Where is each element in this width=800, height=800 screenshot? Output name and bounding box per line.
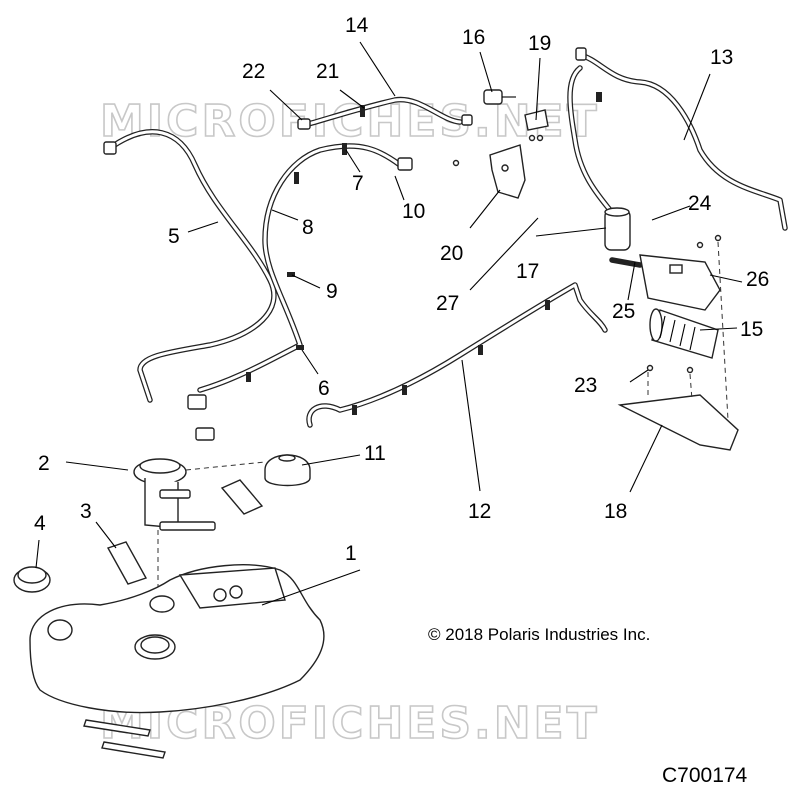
callout-2: 2 [38,452,50,475]
canister-housing [609,254,721,311]
callout-20: 20 [440,242,463,265]
callout-1: 1 [345,542,357,565]
fuel-vent-hose-lower [306,282,608,428]
callout-25: 25 [612,300,635,323]
vent-hose-right [567,47,788,231]
callout-18: 18 [604,500,627,523]
pad-strips [83,479,264,759]
callout-7: 7 [352,172,364,195]
callout-11: 11 [364,442,386,465]
vent-line-upper [297,96,473,130]
callout-10: 10 [402,200,425,223]
check-valve [483,89,516,105]
mounting-bracket [452,144,526,199]
callout-12: 12 [468,500,491,523]
callout-22: 22 [242,60,265,83]
charcoal-canister [649,308,719,359]
leader-lines [35,41,743,606]
copyright-notice: © 2018 Polaris Industries Inc. [428,625,650,644]
callout-26: 26 [746,268,769,291]
callout-5: 5 [168,225,180,248]
callout-24: 24 [688,192,712,215]
callout-19: 19 [528,32,551,55]
fuel-vent-hose-left [103,129,277,403]
callout-27: 27 [436,292,459,315]
canister-plate [617,234,739,451]
callout-23: 23 [574,374,597,397]
callout-4: 4 [34,512,46,535]
watermark-top: MICROFICHES.NET [100,96,600,147]
callout-14: 14 [345,14,369,37]
fuel-vent-hose-middle [187,143,413,441]
fuel-pump-module [133,458,266,600]
fuel-tank [29,564,325,714]
callout-21: 21 [316,60,339,83]
callout-8: 8 [302,216,314,239]
diagram-code: C700174 [662,764,748,787]
callout-3: 3 [80,500,92,523]
callout-15: 15 [740,318,763,341]
callout-6: 6 [318,377,330,400]
bracket-small [524,109,549,142]
vapor-filter [604,207,631,251]
callout-9: 9 [326,280,338,303]
callout-13: 13 [710,46,733,69]
callout-17: 17 [516,260,539,283]
tank-cap-cover [264,454,311,487]
callout-16: 16 [462,26,485,49]
fuel-cap [13,566,51,593]
